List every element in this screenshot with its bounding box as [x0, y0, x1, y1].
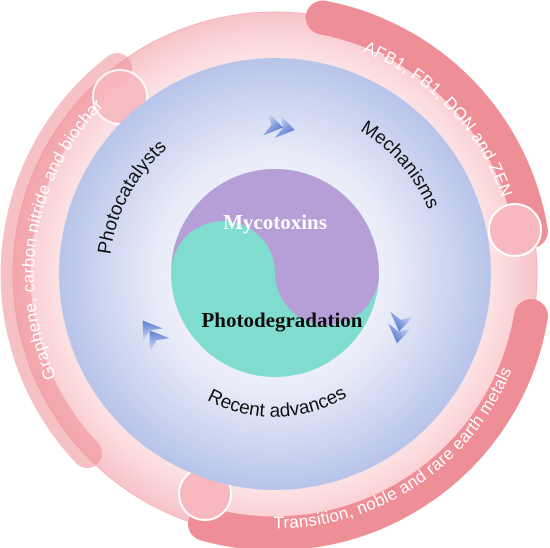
arrow-left-icon: [142, 320, 170, 352]
band-left: [0, 53, 132, 469]
arrow-top-icon: [263, 112, 295, 138]
arrow-right-icon: [388, 311, 414, 344]
band-bottom-right: [188, 299, 548, 548]
core-bottom-label: Photodegradation: [201, 308, 362, 332]
core-top-half: [171, 169, 379, 325]
core-top-label: Mycotoxins: [223, 210, 327, 234]
bubble-right: [488, 203, 542, 257]
band-top-right: [305, 0, 548, 249]
yin-yang-core: Mycotoxins Photodegradation: [171, 169, 379, 377]
